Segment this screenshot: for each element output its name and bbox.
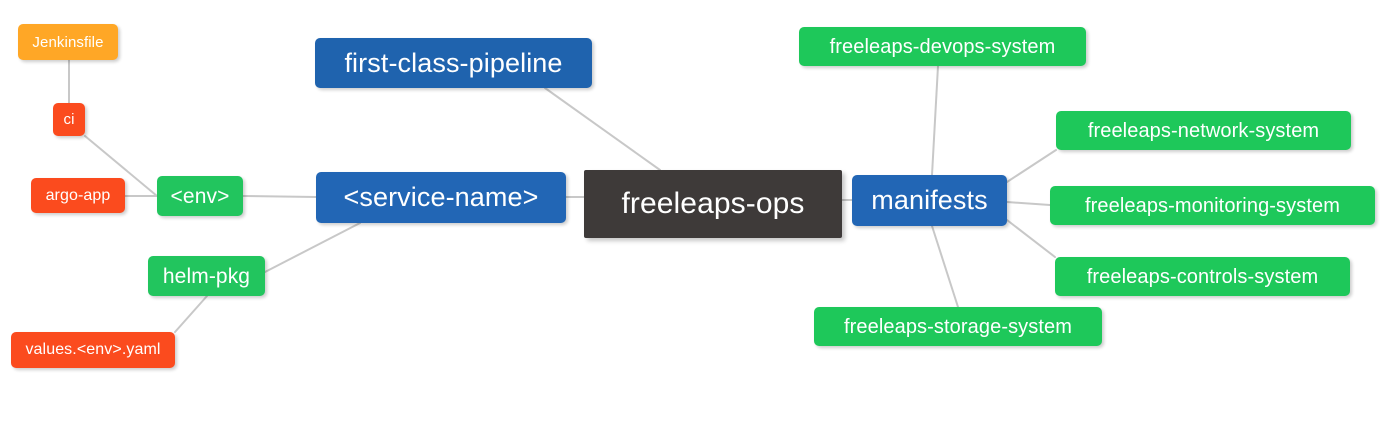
node-freeleaps-devops-system[interactable]: freeleaps-devops-system bbox=[799, 27, 1086, 66]
node-helm-pkg[interactable]: helm-pkg bbox=[148, 256, 265, 296]
node-label-freeleaps-monitoring-system: freeleaps-monitoring-system bbox=[1084, 194, 1340, 217]
edge-freeleaps-controls-system-to-manifests bbox=[1006, 219, 1056, 258]
node-label-freeleaps-devops-system: freeleaps-devops-system bbox=[829, 35, 1056, 58]
node-label-freeleaps-network-system: freeleaps-network-system bbox=[1087, 119, 1320, 142]
node-service-name[interactable]: <service-name> bbox=[316, 172, 566, 223]
edge-values-yaml-to-helm-pkg bbox=[174, 295, 208, 333]
node-label-argo-app: argo-app bbox=[45, 186, 111, 204]
node-label-freeleaps-ops: freeleaps-ops bbox=[621, 187, 805, 220]
node-freeleaps-ops[interactable]: freeleaps-ops bbox=[584, 170, 842, 238]
node-label-service-name: <service-name> bbox=[343, 182, 539, 212]
edge-freeleaps-storage-system-to-manifests bbox=[931, 225, 959, 308]
node-label-env: <env> bbox=[170, 184, 230, 208]
node-freeleaps-monitoring-system[interactable]: freeleaps-monitoring-system bbox=[1050, 186, 1375, 225]
node-label-helm-pkg: helm-pkg bbox=[162, 264, 251, 288]
edge-env-to-service-name bbox=[242, 195, 317, 198]
node-ci[interactable]: ci bbox=[53, 103, 85, 136]
node-first-class-pipeline[interactable]: first-class-pipeline bbox=[315, 38, 592, 88]
node-label-first-class-pipeline: first-class-pipeline bbox=[344, 47, 563, 78]
node-label-ci: ci bbox=[63, 111, 75, 128]
edge-helm-pkg-to-service-name bbox=[264, 222, 361, 273]
node-values-yaml[interactable]: values.<env>.yaml bbox=[11, 332, 175, 368]
edge-freeleaps-network-system-to-manifests bbox=[1006, 149, 1057, 183]
edge-freeleaps-devops-system-to-manifests bbox=[931, 65, 939, 176]
node-freeleaps-storage-system[interactable]: freeleaps-storage-system bbox=[814, 307, 1102, 346]
edge-first-class-pipeline-to-freeleaps-ops bbox=[544, 87, 661, 171]
node-label-manifests: manifests bbox=[871, 185, 988, 215]
node-manifests[interactable]: manifests bbox=[852, 175, 1007, 226]
node-argo-app[interactable]: argo-app bbox=[31, 178, 125, 213]
node-label-freeleaps-controls-system: freeleaps-controls-system bbox=[1086, 265, 1319, 288]
node-label-values-yaml: values.<env>.yaml bbox=[25, 341, 161, 358]
node-freeleaps-network-system[interactable]: freeleaps-network-system bbox=[1056, 111, 1351, 150]
node-env[interactable]: <env> bbox=[157, 176, 243, 216]
edge-freeleaps-monitoring-system-to-manifests bbox=[1006, 201, 1051, 206]
node-label-freeleaps-storage-system: freeleaps-storage-system bbox=[843, 315, 1073, 338]
node-label-jenkinsfile: Jenkinsfile bbox=[32, 33, 104, 51]
node-jenkinsfile[interactable]: Jenkinsfile bbox=[18, 24, 118, 60]
node-freeleaps-controls-system[interactable]: freeleaps-controls-system bbox=[1055, 257, 1350, 296]
